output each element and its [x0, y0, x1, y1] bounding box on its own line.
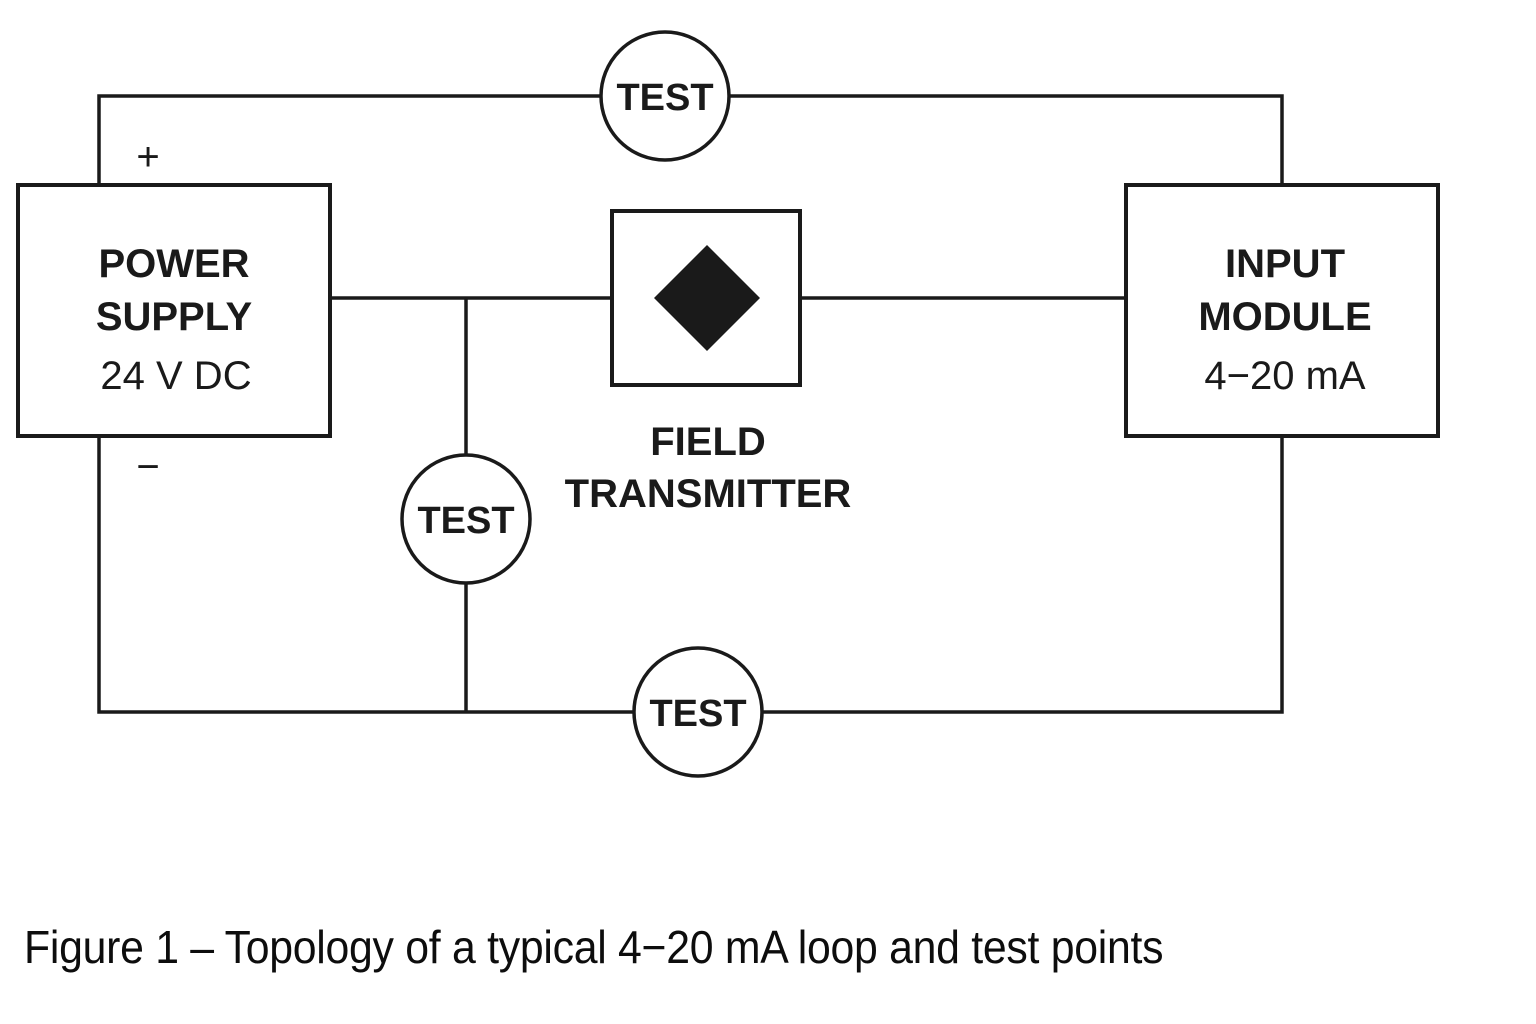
diamond-icon [654, 245, 760, 351]
figure-caption: Figure 1 – Topology of a typical 4−20 mA… [24, 921, 1164, 973]
input-module-range: 4−20 mA [1204, 354, 1366, 398]
test-point-bottom: TEST [632, 646, 764, 778]
input-module-label-line2: MODULE [1198, 295, 1371, 339]
test-point-circle [599, 30, 731, 162]
field-transmitter-label-line2: TRANSMITTER [565, 472, 852, 516]
test-point-label: TEST [616, 77, 713, 119]
field-transmitter-block: FIELD TRANSMITTER [565, 209, 852, 516]
power-supply-label-line2: SUPPLY [96, 295, 253, 339]
test-point-label: TEST [649, 693, 746, 735]
power-supply-block: POWER SUPPLY 24 V DC [16, 183, 332, 438]
field-transmitter-label-line1: FIELD [650, 420, 766, 464]
negative-terminal-sign: − [136, 445, 159, 489]
test-point-label: TEST [417, 500, 514, 542]
test-point-middle: TEST [400, 453, 532, 585]
power-supply-box [16, 183, 332, 438]
input-module-label-line1: INPUT [1225, 242, 1345, 286]
power-supply-label-line1: POWER [98, 242, 249, 286]
input-module-block: INPUT MODULE 4−20 mA [1124, 183, 1440, 438]
test-point-top: TEST [599, 30, 731, 162]
test-point-circle [400, 453, 532, 585]
input-module-box [1124, 183, 1440, 438]
test-point-circle [632, 646, 764, 778]
positive-terminal-sign: + [136, 135, 159, 179]
power-supply-rating: 24 V DC [100, 354, 251, 398]
